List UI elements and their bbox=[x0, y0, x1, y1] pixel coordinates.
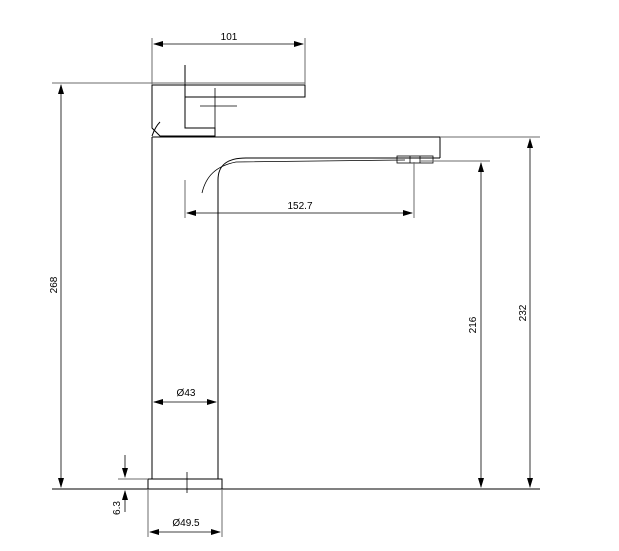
dim-label-body-height: 232 bbox=[518, 304, 529, 321]
dim-label-base-height: 6.3 bbox=[112, 501, 123, 515]
dim-label-spout-reach: 152.7 bbox=[287, 201, 312, 212]
dim-label-spout-clearance: 216 bbox=[468, 316, 479, 333]
dimension-lines bbox=[58, 41, 533, 535]
dimension-labels: 101 152.7 268 216 232 Ø43 Ø49.5 6.3 bbox=[49, 32, 529, 529]
spout-inner-curve bbox=[217, 157, 440, 181]
dim-label-overall-height: 268 bbox=[49, 276, 60, 293]
dim-label-handle-width: 101 bbox=[221, 32, 238, 43]
handle-neck bbox=[151, 121, 161, 137]
faucet-outline bbox=[147, 65, 441, 493]
dim-label-body-diameter: Ø43 bbox=[177, 388, 196, 399]
base-flange bbox=[147, 478, 223, 489]
handle-lever bbox=[151, 84, 306, 137]
dim-label-base-diameter: Ø49.5 bbox=[172, 518, 200, 529]
reference-lines bbox=[52, 38, 540, 537]
aerator bbox=[396, 155, 434, 164]
spout-waterway-curve bbox=[201, 159, 406, 194]
